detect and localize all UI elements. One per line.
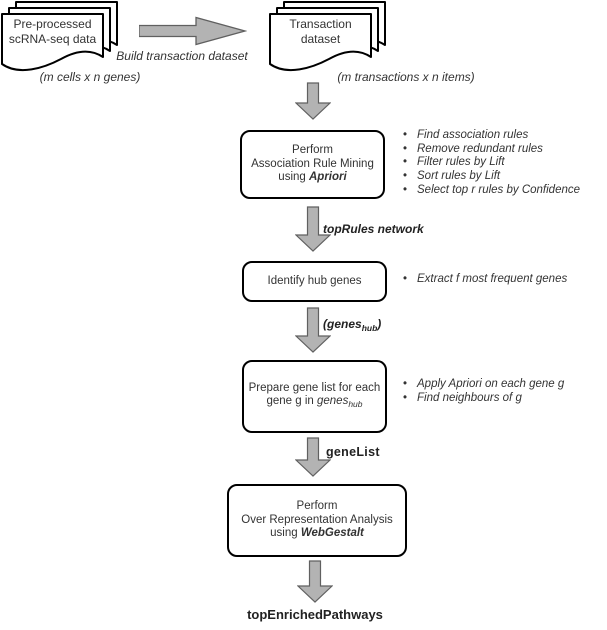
input-doc-caption: (m cells x n genes) [39, 70, 141, 84]
process-box-ora: Perform Over Representation Analysis usi… [227, 484, 407, 557]
bullet-item: Apply Apriori on each gene g [400, 377, 564, 391]
document-stack-transaction: Transaction dataset [269, 0, 387, 78]
box-line: gene g in geneshub [266, 395, 362, 412]
flow-label-toprules: topRules network [323, 222, 424, 236]
flow-arrow-down-shape [295, 437, 331, 477]
flow-arrow-down-shape [295, 307, 331, 353]
block-arrow-right-shape [139, 16, 247, 46]
bullet-item: Filter rules by Lift [400, 156, 580, 170]
geneshub-suffix: ) [377, 317, 382, 331]
bullet-list-hub: Extract f most frequent genes [400, 273, 567, 287]
tool-name-apriori: Apriori [308, 171, 347, 184]
bullet-list-prep: Apply Apriori on each gene g Find neighb… [400, 377, 564, 405]
bullet-item: Sort rules by Lift [400, 170, 580, 184]
box-line: Identify hub genes [267, 274, 362, 287]
document-stack-input: Pre-processed scRNA-seq data [1, 0, 119, 78]
process-box-arm: Perform Association Rule Mining using Ap… [240, 130, 385, 199]
doc-line: scRNA-seq data [8, 32, 97, 46]
flow-arrow-down-shape [295, 82, 331, 120]
doc-line: Transaction [289, 17, 352, 31]
box-line: Perform [292, 144, 333, 157]
bullet-list-arm: Find association rules Remove redundant … [400, 129, 580, 198]
box-line: Perform [296, 500, 338, 513]
box-line: Association Rule Mining [251, 157, 374, 170]
flow-label-geneshub: (geneshub) [323, 317, 381, 333]
build-arrow-label: Build transaction dataset [116, 49, 248, 63]
multi-document-icon [1, 1, 118, 72]
geneshub-prefix: (genes [323, 317, 362, 331]
box-line-prefix: gene g in [266, 395, 317, 407]
bullet-item: Find association rules [400, 129, 580, 143]
doc-line: Pre-processed [13, 17, 92, 31]
final-output-label: topEnrichedPathways [247, 607, 383, 622]
flow-arrow-down [295, 82, 331, 120]
flow-arrow-down [295, 307, 331, 353]
flow-label-genelist: geneList [326, 445, 380, 459]
geneshub-subscript: hub [361, 323, 378, 333]
box-line: Prepare gene list for each [248, 381, 381, 394]
flow-arrow-down [295, 437, 331, 477]
box-line: using Apriori [278, 171, 346, 185]
process-box-genelist: Prepare gene list for each gene g in gen… [242, 360, 387, 433]
block-arrow-right [139, 16, 247, 46]
flow-arrow-down [295, 206, 331, 252]
bullet-item: Select top r rules by Confidence [400, 184, 580, 198]
multi-document-icon [269, 1, 386, 72]
process-box-hub: Identify hub genes [242, 261, 387, 302]
flow-arrow-down [297, 560, 333, 603]
box-line-prefix: using [278, 171, 309, 184]
genes-word: genes [316, 395, 349, 407]
transaction-doc-caption: (m transactions x n items) [337, 70, 475, 84]
box-line-prefix: using [270, 527, 301, 540]
box-line: Over Representation Analysis [241, 513, 393, 526]
box-line: using WebGestalt [270, 527, 364, 541]
bullet-item: Extract f most frequent genes [400, 273, 567, 287]
document-label-transaction: Transaction dataset [270, 17, 371, 47]
bullet-item: Find neighbours of g [400, 391, 564, 405]
document-label-input: Pre-processed scRNA-seq data [2, 17, 103, 47]
flow-arrow-down-shape [295, 206, 331, 252]
doc-line: dataset [300, 32, 341, 46]
genes-subscript: hub [348, 399, 363, 409]
tool-name-webgestalt: WebGestalt [300, 527, 364, 540]
flow-arrow-down-shape [297, 560, 333, 603]
bullet-item: Remove redundant rules [400, 143, 580, 157]
